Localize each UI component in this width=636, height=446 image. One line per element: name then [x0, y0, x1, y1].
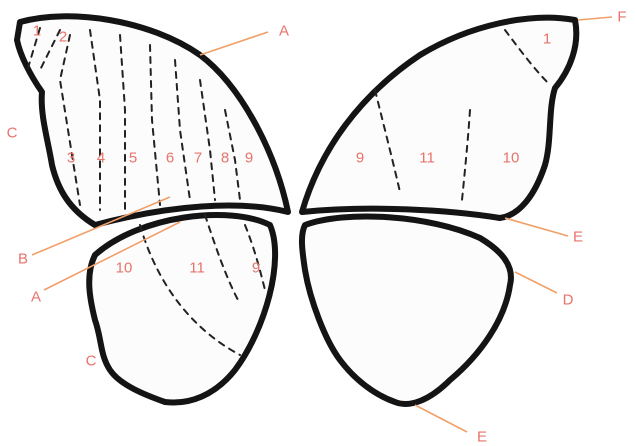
letter-label: A — [279, 24, 289, 39]
left-hindwing — [89, 215, 275, 403]
letter-label: E — [573, 230, 583, 245]
letter-label: D — [563, 293, 574, 308]
cell-number: 10 — [503, 151, 520, 166]
cell-number: 9 — [252, 261, 260, 276]
cell-number: 9 — [245, 151, 253, 166]
letter-label: C — [7, 126, 18, 141]
right-forewing — [302, 18, 576, 218]
letter-label: C — [86, 354, 97, 369]
cell-number: 5 — [129, 151, 137, 166]
leader-line — [505, 218, 568, 236]
cell-number: 10 — [116, 261, 133, 276]
cell-number: 1 — [33, 24, 41, 39]
cell-number: 9 — [356, 151, 364, 166]
letter-label: F — [617, 10, 626, 25]
cell-number: 1 — [543, 32, 551, 47]
cell-number: 11 — [189, 261, 205, 276]
leader-line — [578, 17, 612, 20]
cell-number: 7 — [194, 151, 202, 166]
right-hindwing — [302, 216, 511, 403]
cell-number: 2 — [59, 30, 67, 45]
cell-number: 11 — [419, 151, 435, 166]
letter-label: A — [31, 290, 41, 305]
leader-line — [415, 405, 467, 432]
leader-line — [515, 272, 557, 293]
letter-label: E — [477, 430, 487, 445]
cell-number: 4 — [97, 151, 105, 166]
letter-label: B — [18, 252, 28, 267]
cell-number: 3 — [67, 151, 75, 166]
cell-number: 8 — [221, 151, 229, 166]
cell-number: 6 — [166, 151, 174, 166]
leader-line — [200, 32, 268, 55]
